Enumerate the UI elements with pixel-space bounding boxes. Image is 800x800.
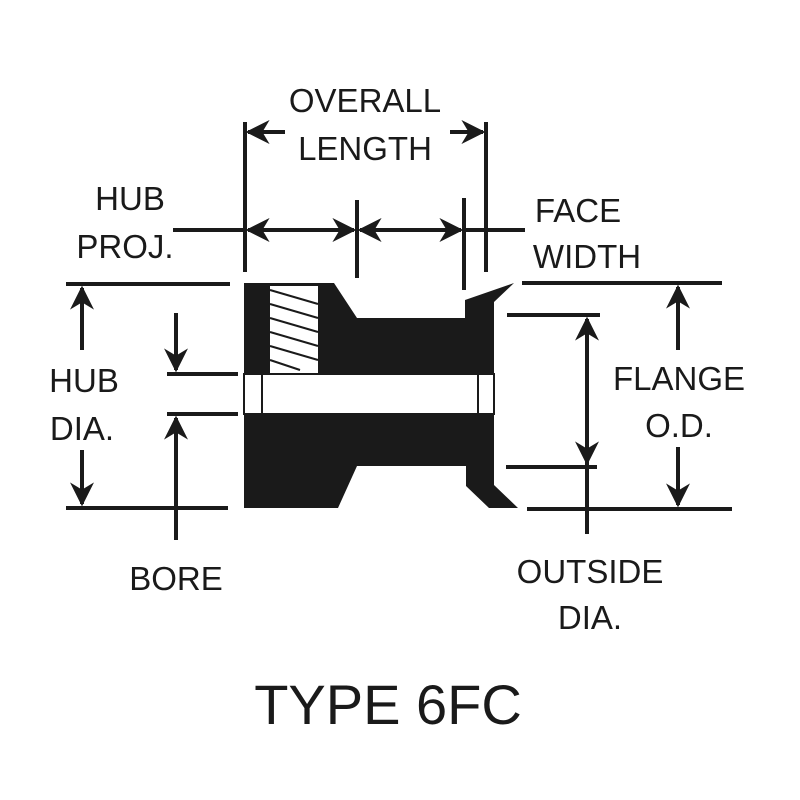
hub-dia-dimension: HUB DIA. bbox=[49, 282, 230, 510]
hub-proj-dimension: HUB PROJ. bbox=[76, 180, 359, 278]
bore-dimension: BORE bbox=[129, 313, 238, 597]
hub-proj-label-line2: PROJ. bbox=[76, 228, 173, 265]
set-screw-hatching bbox=[269, 289, 319, 371]
face-width-label-line2: WIDTH bbox=[533, 238, 641, 275]
pulley-cross-section bbox=[243, 283, 518, 508]
outside-dia-label-line2: DIA. bbox=[558, 599, 622, 636]
face-width-dimension: FACE WIDTH bbox=[357, 192, 641, 290]
bore-label: BORE bbox=[129, 560, 223, 597]
outside-dia-dimension: OUTSIDE DIA. bbox=[506, 313, 664, 636]
overall-length-label-line1: OVERALL bbox=[289, 82, 441, 119]
hub-dia-label-line2: DIA. bbox=[50, 410, 114, 447]
face-width-label-line1: FACE bbox=[535, 192, 621, 229]
overall-length-dimension: OVERALL LENGTH bbox=[243, 82, 488, 272]
overall-length-label-line2: LENGTH bbox=[298, 130, 432, 167]
hub-proj-label-line1: HUB bbox=[95, 180, 165, 217]
outside-dia-label-line1: OUTSIDE bbox=[517, 553, 664, 590]
flange-od-dimension: FLANGE O.D. bbox=[522, 281, 745, 511]
diagram-title: TYPE 6FC bbox=[254, 673, 522, 736]
flange-od-label-line2: O.D. bbox=[645, 407, 713, 444]
bore-opening bbox=[244, 374, 494, 414]
flange-od-label-line1: FLANGE bbox=[613, 360, 745, 397]
hub-dia-label-line1: HUB bbox=[49, 362, 119, 399]
pulley-lower-body bbox=[244, 414, 518, 508]
